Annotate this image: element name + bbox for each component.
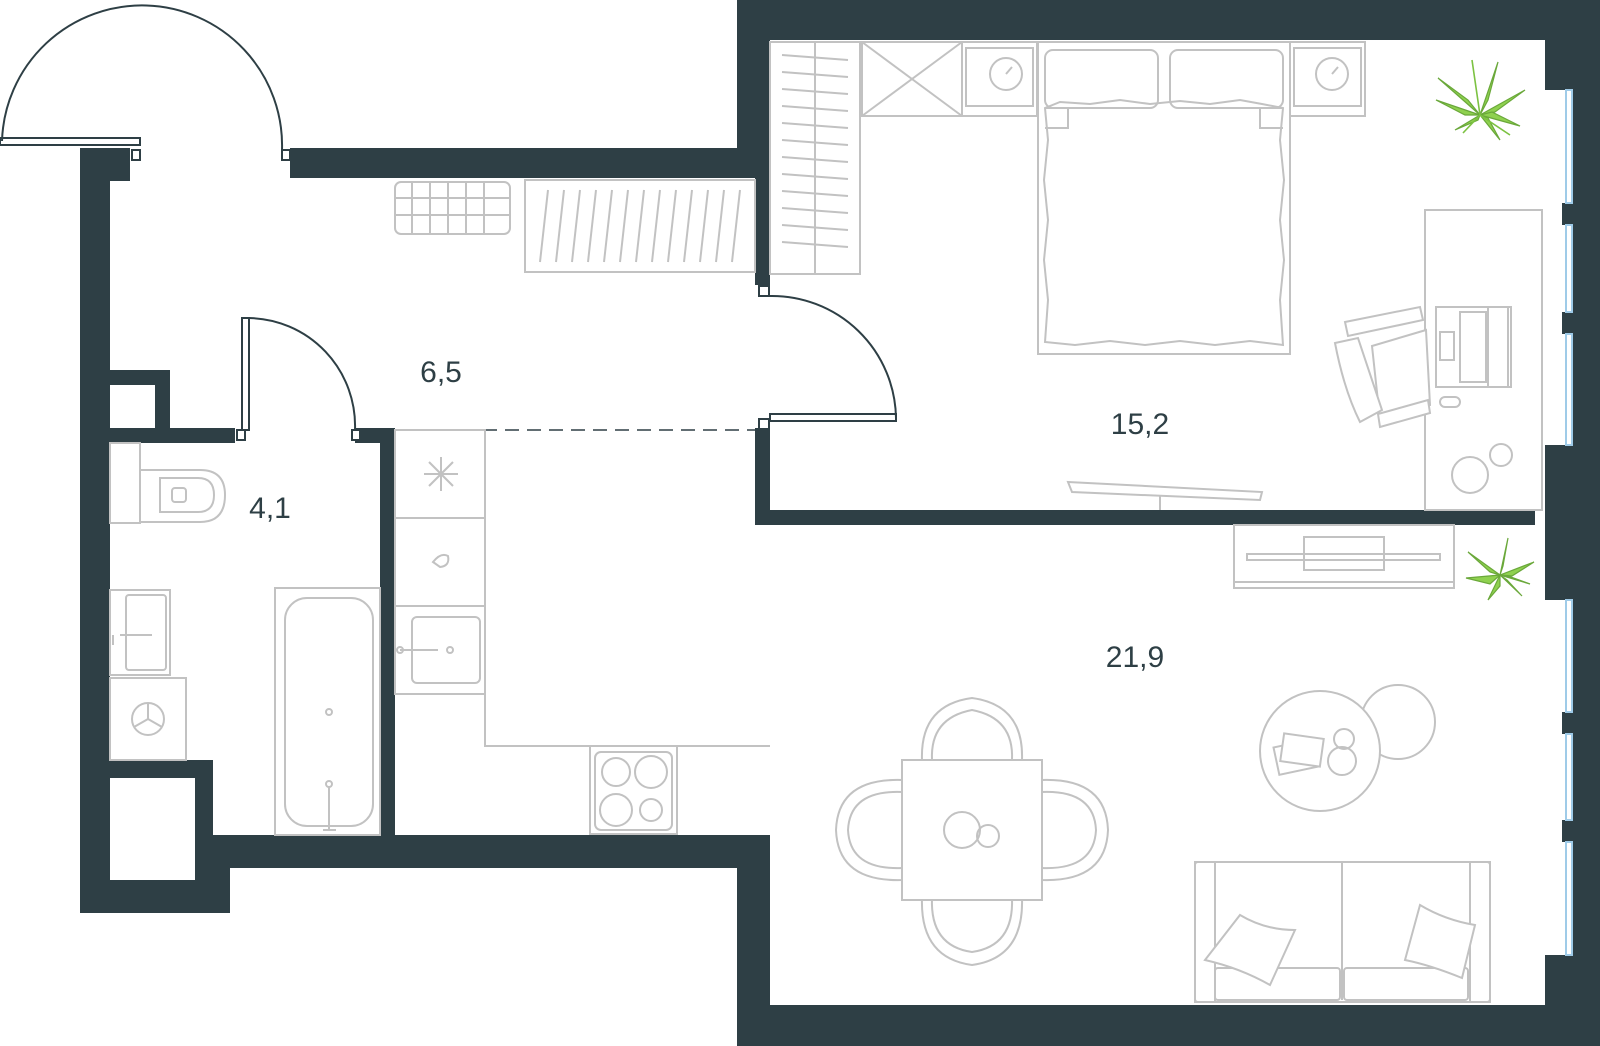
windows — [1565, 89, 1573, 956]
cooktop — [589, 745, 678, 835]
nightstand-right — [1289, 41, 1366, 117]
area-label-living-kitchen: 21,9 — [1106, 641, 1164, 674]
doors — [0, 4, 897, 441]
double-bed — [1037, 41, 1291, 355]
living-plant — [1465, 537, 1535, 601]
dining-table — [834, 696, 1110, 967]
area-label-hallway: 6,5 — [420, 356, 462, 389]
toilet — [109, 442, 227, 524]
tv-stand — [1233, 524, 1455, 589]
kitchen-counter — [394, 429, 770, 747]
washing-machine — [109, 677, 187, 761]
bedroom-plant — [1435, 59, 1526, 141]
desk-chair — [1333, 305, 1432, 429]
bedroom-tv — [1066, 480, 1264, 510]
hallway-wardrobe — [524, 179, 756, 273]
area-label-bathroom: 4,1 — [249, 492, 291, 525]
bedroom-wardrobe — [769, 41, 861, 275]
coffee-table — [1259, 684, 1436, 812]
shoe-rack — [394, 181, 511, 235]
bathtub — [274, 587, 381, 836]
area-label-bedroom: 15,2 — [1111, 408, 1169, 441]
sofa — [1194, 861, 1491, 1003]
nightstand-left — [961, 41, 1038, 117]
dresser — [861, 41, 963, 117]
walls — [80, 0, 1600, 1046]
bathroom-sink — [109, 589, 171, 676]
desk — [1424, 209, 1543, 511]
